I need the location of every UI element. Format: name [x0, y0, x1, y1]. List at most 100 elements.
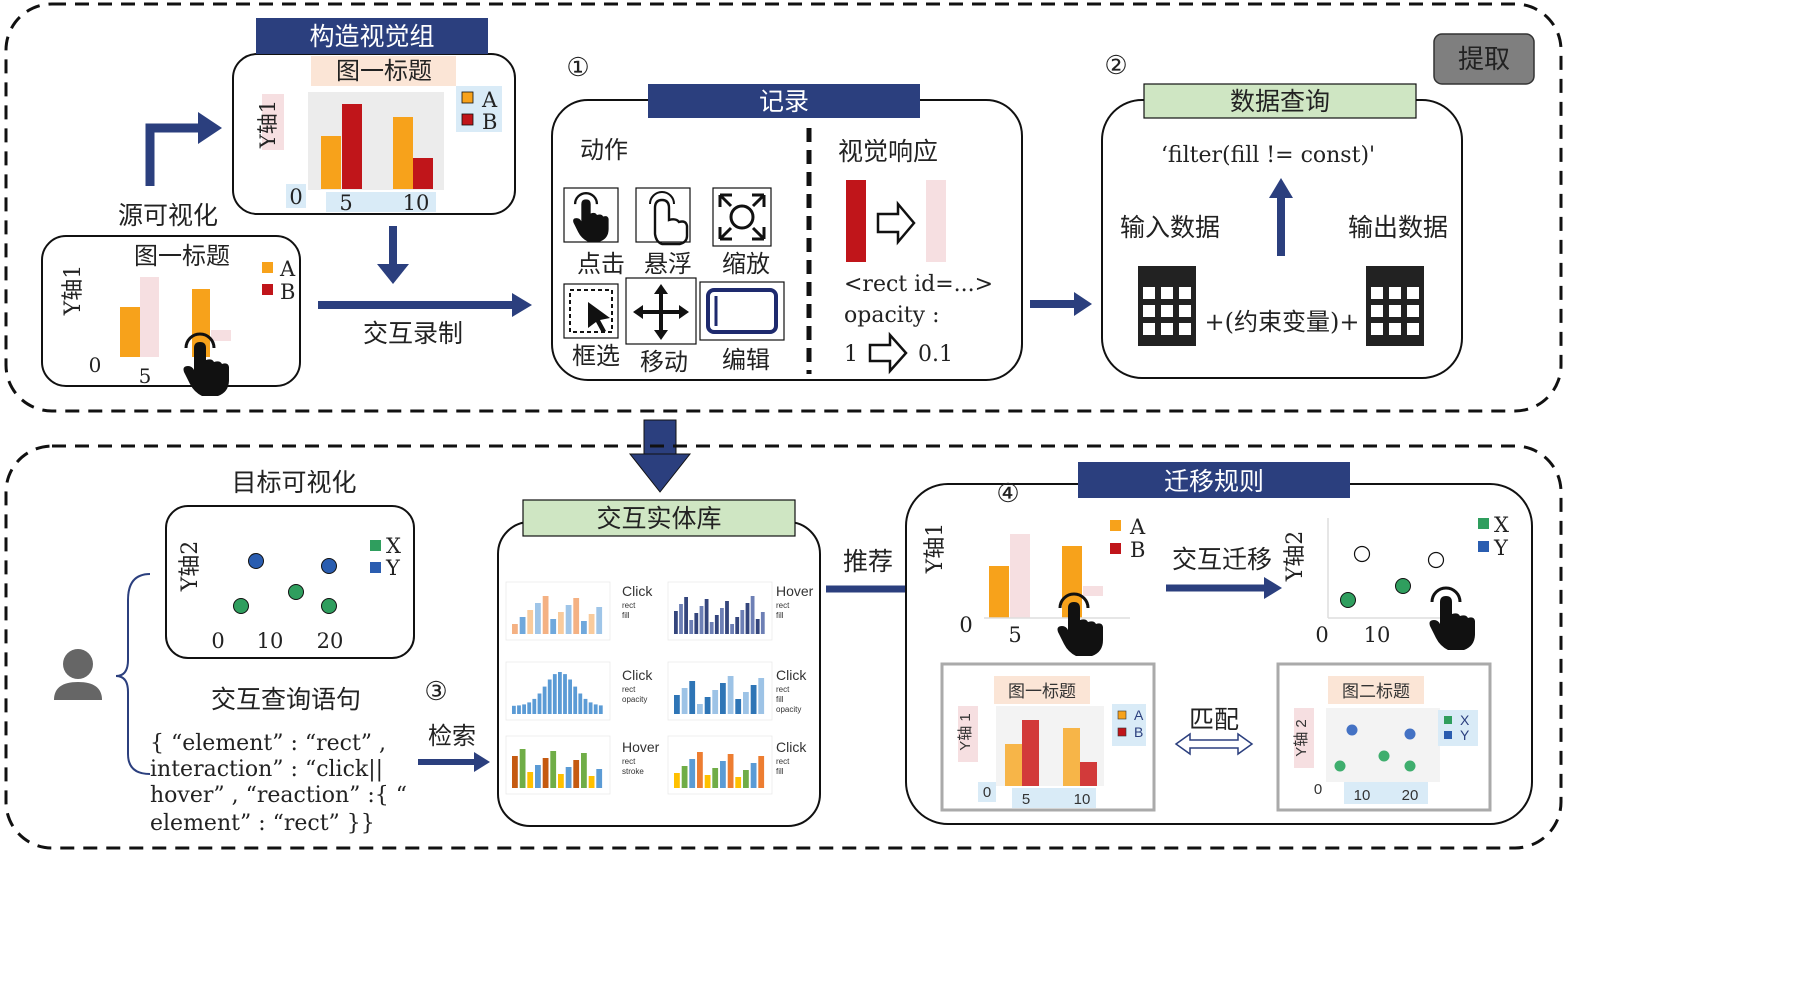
transfer-arrow-head: [1264, 577, 1282, 599]
action-hover[interactable]: 悬浮: [635, 187, 692, 278]
action-edit[interactable]: 编辑: [699, 281, 785, 374]
visual-group-panel: 构造视觉组 图一标题 Y轴1 A B 0 5 10: [232, 18, 516, 215]
thumbnail-bar: [583, 698, 588, 714]
match-card-2: 图二标题 Y轴 2 X Y 0 10 20: [1276, 662, 1492, 812]
bar-b-1: [342, 104, 362, 189]
panel-connector-arrow: [643, 419, 677, 457]
x-tick-0: 0: [1315, 623, 1328, 647]
thumbnail-bar: [568, 679, 572, 714]
y-axis-label: Y轴 2: [1293, 719, 1310, 757]
legend-swatch-x: [370, 540, 381, 551]
chart-title: 图一标题: [134, 242, 230, 270]
thumbnail-bar: [512, 705, 516, 714]
action-label: 框选: [572, 342, 620, 370]
thumbnail-bar: [745, 603, 750, 634]
response-title: 视觉响应: [838, 137, 938, 166]
y-axis-label: Y轴1: [61, 265, 86, 317]
thumbnail-bar: [727, 754, 734, 788]
thumbnail-bar: [689, 681, 696, 714]
scatter-point-x: [1404, 760, 1416, 772]
action-label: 移动: [640, 348, 688, 376]
entity-action-label: Hover: [622, 739, 660, 755]
retrieve-label: 检索: [428, 722, 476, 750]
thumbnail-bar: [694, 613, 699, 634]
bar-a-2: [192, 289, 210, 357]
legend-swatch-b: [461, 113, 474, 126]
x-tick-0: 0: [1314, 781, 1322, 798]
thumbnail-bar: [535, 603, 541, 634]
x-tick-10: 10: [1074, 791, 1091, 808]
action-click[interactable]: 点击: [563, 187, 625, 278]
scatter-point-y: [248, 553, 264, 569]
edit-icon: [706, 288, 778, 334]
scatter-point-y: [321, 558, 337, 574]
action-label: 编辑: [722, 346, 770, 374]
thumbnail-bar: [588, 614, 595, 634]
x-tick-highlight: [286, 184, 306, 208]
thumbnail-bar: [558, 774, 564, 788]
thumbnail-bar: [740, 610, 745, 634]
thumbnail-bar: [588, 702, 593, 714]
thumbnail-bar: [527, 772, 534, 788]
entity-element-label: rect: [776, 757, 790, 766]
query-expression: ‘filter(fill != const)': [1161, 143, 1375, 168]
legend-label-x: X: [1494, 513, 1509, 537]
y-axis-label: Y轴1: [256, 100, 280, 149]
entity-element-label: rect: [622, 601, 636, 610]
bar-a-2: [393, 117, 413, 189]
thumbnail-bar: [697, 704, 703, 714]
top-panel-frame: [4, 2, 1563, 413]
entity-reaction-label: opacity: [776, 705, 801, 714]
thumbnail-bar: [558, 612, 564, 634]
bar-a-1: [120, 307, 140, 357]
transform-arrow-icon: [876, 200, 916, 246]
legend-label-b: B: [1130, 538, 1145, 562]
thumbnail-bar: [537, 693, 542, 714]
action-move[interactable]: 移动: [625, 277, 697, 376]
x-tick-5: 5: [339, 191, 352, 215]
y-axis-highlight: [262, 94, 284, 150]
flow-arrow-head: [198, 112, 222, 144]
scatter-point-x: [321, 598, 337, 614]
bar-b-2: [413, 158, 433, 189]
opacity-to: 0.1: [918, 342, 953, 367]
x-tick-0: 0: [211, 629, 224, 653]
legend-swatch-a: [461, 91, 474, 104]
entity-reaction-label: fill: [776, 767, 784, 776]
diagram-svg: 提取 源可视化 图一标题 Y轴1 A B 0 5 构造视觉组 图一标题 Y轴1: [4, 2, 1563, 850]
input-data-label: 输入数据: [1120, 213, 1220, 242]
bar-b-1: [1022, 720, 1039, 786]
legend-label-a: A: [1134, 707, 1144, 723]
thumbnail-bar: [704, 599, 709, 634]
action-zoom[interactable]: 缩放: [712, 187, 772, 278]
bar-a-1: [1005, 744, 1022, 786]
thumbnail-bar: [550, 619, 557, 634]
legend-label-b: B: [280, 280, 295, 304]
extract-button[interactable]: 提取: [1433, 33, 1535, 85]
thumbnail-bar: [720, 608, 724, 634]
bar-b-2: [1080, 762, 1097, 786]
y-axis-label: Y轴2: [1283, 531, 1308, 583]
entity-action-label: Click: [622, 667, 653, 683]
thumbnail-bar: [758, 756, 765, 788]
action-box-select[interactable]: 框选: [563, 283, 620, 370]
thumbnail-bar: [743, 770, 749, 788]
x-tick-5: 5: [139, 364, 152, 388]
legend-swatch-a: [262, 262, 273, 273]
query-sentence-label: 交互查询语句: [211, 685, 361, 714]
panel-connector-arrow-head: [628, 453, 692, 493]
entity-element-label: rect: [622, 757, 636, 766]
entity-action-label: Click: [776, 739, 807, 755]
user-icon: [54, 649, 102, 700]
response-code-line2: opacity :: [844, 303, 939, 328]
scatter-point-y: [1353, 545, 1371, 563]
legend-swatch-x: [1478, 518, 1489, 529]
entity-library-header: 交互实体库: [596, 504, 721, 533]
thumbnail-bar: [519, 749, 526, 788]
